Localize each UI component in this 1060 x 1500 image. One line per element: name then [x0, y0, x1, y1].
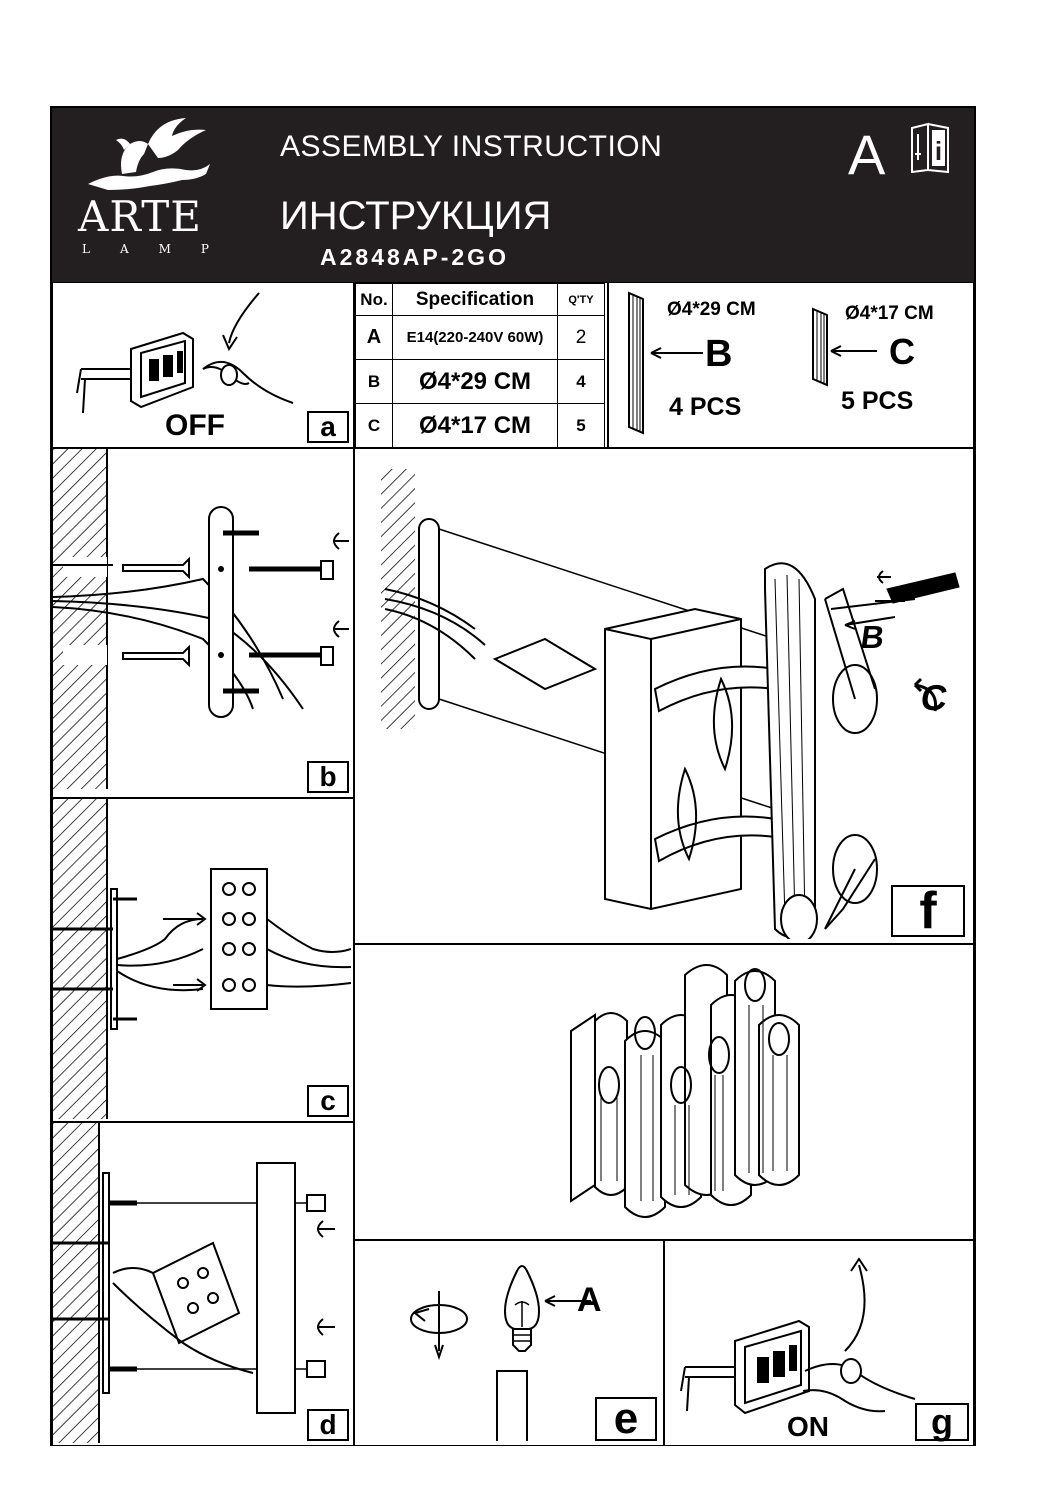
wall-mount-illustration — [53, 449, 349, 789]
switch-off-illustration — [76, 292, 294, 414]
step-g-tag: g — [915, 1403, 969, 1441]
step-b-panel: b — [52, 448, 354, 798]
instruction-sheet: ARTE LAMP ASSEMBLY INSTRUCTION ИНСТРУКЦИ… — [50, 106, 976, 1446]
spec-row-no: C — [355, 403, 393, 448]
part-c-letter: C — [889, 331, 915, 372]
manual-info-icon: i — [911, 122, 949, 174]
tube-b-icon — [628, 291, 644, 435]
spec-row-qty: 2 — [557, 315, 605, 360]
step-g-label: ON — [787, 1411, 829, 1442]
step-b-tag: b — [307, 761, 349, 793]
header-bar: ARTE LAMP ASSEMBLY INSTRUCTION ИНСТРУКЦИ… — [52, 108, 974, 282]
spec-row-no: B — [355, 359, 393, 404]
finished-lamp-panel — [354, 944, 974, 1240]
step-f-panel: B C f — [354, 448, 974, 944]
arrow-c-icon — [830, 345, 877, 357]
switch-on-illustration — [680, 1257, 916, 1415]
part-c-count: 5 PCS — [841, 387, 914, 415]
step-d-tag: d — [307, 1409, 349, 1441]
arrow-b-icon — [650, 347, 703, 359]
brand-subtitle: LAMP — [82, 242, 239, 256]
spec-row: B Ø4*29 CM 4 — [355, 359, 605, 404]
spec-table-panel: No. Specification Q'TY A E14(220-240V 60… — [354, 282, 608, 448]
spec-row-no: A — [355, 315, 393, 360]
title-russian: ИНСТРУКЦИЯ — [280, 194, 552, 238]
step-c-tag: c — [307, 1085, 349, 1117]
title-english: ASSEMBLY INSTRUCTION — [280, 130, 663, 163]
spec-row-qty: 4 — [557, 359, 605, 404]
part-c-size: Ø4*17 CM — [845, 303, 934, 324]
spec-header-no: No. — [355, 283, 393, 316]
step-a-label: OFF — [165, 409, 225, 442]
terminal-block-illustration — [53, 799, 351, 1119]
step-d-panel: d — [52, 1122, 354, 1446]
brand-name: ARTE — [78, 192, 202, 241]
spec-table: No. Specification Q'TY A E14(220-240V 60… — [355, 283, 605, 448]
spec-header-qty: Q'TY — [557, 283, 605, 316]
spec-row-spec: Ø4*17 CM — [392, 403, 558, 448]
step-a-panel: OFF a — [52, 282, 354, 448]
spec-row: C Ø4*17 CM 5 — [355, 403, 605, 448]
parts-panel: Ø4*29 CM B 4 PCS Ø4*17 CM C 5 PCS — [608, 282, 974, 448]
step-e-bulb-label: A — [577, 1281, 602, 1319]
spec-row-qty: 5 — [557, 403, 605, 448]
sheet-letter: A — [848, 123, 886, 186]
step-a-tag: a — [307, 411, 349, 443]
model-number: A2848AP-2GO — [320, 244, 509, 270]
griffin-logo-icon — [88, 118, 210, 190]
spec-header-spec: Specification — [392, 283, 558, 316]
spec-row-spec: E14(220-240V 60W) — [392, 315, 558, 360]
step-e-panel: A e — [354, 1240, 664, 1446]
lamp-assembly-illustration — [381, 469, 960, 939]
part-b-count: 4 PCS — [669, 393, 742, 421]
part-b-size: Ø4*29 CM — [667, 299, 756, 320]
step-f-tag: f — [891, 885, 965, 937]
bulb-install-illustration — [410, 1265, 591, 1441]
spec-row-spec: Ø4*29 CM — [392, 359, 558, 404]
part-b-letter: B — [705, 333, 733, 375]
tube-c-icon — [812, 307, 828, 387]
svg-text:i: i — [935, 136, 942, 166]
cover-fixing-illustration — [53, 1123, 335, 1443]
finished-lamp-illustration — [570, 964, 800, 1218]
spec-row: A E14(220-240V 60W) 2 — [355, 315, 605, 360]
step-g-panel: ON g — [664, 1240, 974, 1446]
step-e-tag: e — [595, 1397, 657, 1441]
step-c-panel: c — [52, 798, 354, 1122]
